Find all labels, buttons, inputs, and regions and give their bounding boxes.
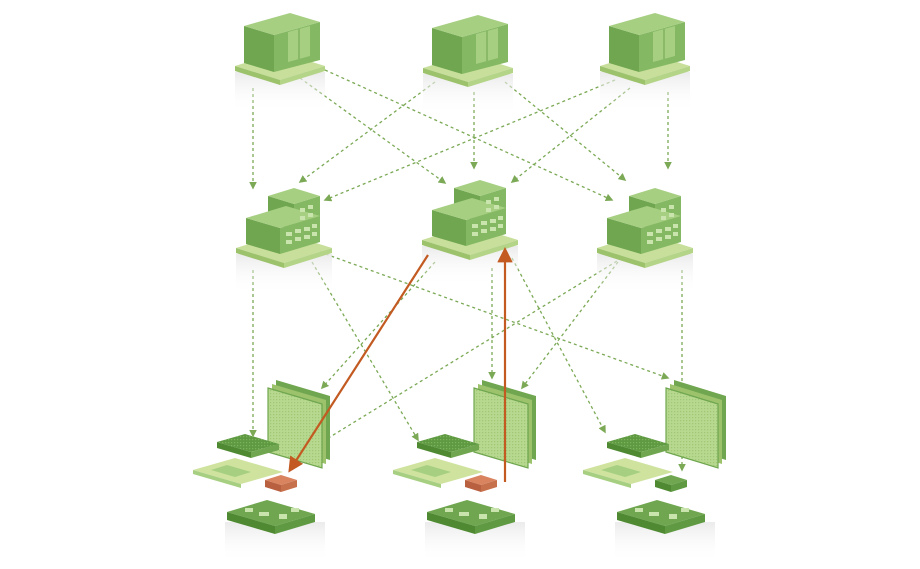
device-mid-board-inner <box>411 465 451 477</box>
storage-cabinet-3 <box>600 13 690 112</box>
cabinet-base-right <box>280 66 325 85</box>
link-server3-device1 <box>310 257 623 449</box>
display-panel-3 <box>665 380 726 469</box>
link-cabinet2-server1 <box>298 81 436 183</box>
device-chip-side-r <box>481 480 497 492</box>
server-base-left <box>597 248 645 268</box>
panel-face <box>267 387 323 469</box>
server-front-side <box>280 216 320 254</box>
server-front-face <box>432 210 466 246</box>
device-mid-board-edge <box>583 470 631 488</box>
server-base-right <box>470 240 518 260</box>
panel-face <box>473 387 529 469</box>
server-windows <box>286 205 317 244</box>
server-front-face <box>246 218 280 254</box>
server-windows <box>472 197 503 236</box>
device-top-module-edge <box>217 442 251 458</box>
display-panel-2 <box>473 380 536 469</box>
cabinet-base-left <box>235 66 280 85</box>
server-3 <box>597 188 693 294</box>
device-top-module-edge-r <box>451 444 479 458</box>
cabinet-front <box>432 28 462 74</box>
device-mid-board-edge <box>393 470 441 488</box>
device-bottom-board-left <box>427 512 475 534</box>
device-top-module <box>417 434 479 452</box>
device-top-module-edge-r <box>641 444 669 458</box>
device-chip-side <box>465 480 481 492</box>
link-server1-device3 <box>319 251 670 380</box>
device-chip-side <box>655 480 671 492</box>
link-cabinet1-server3 <box>324 69 614 201</box>
device-mid-board-inner <box>601 465 641 477</box>
cabinet-base-left <box>600 66 645 85</box>
server-rear-top <box>629 188 681 204</box>
panel-face <box>665 387 719 469</box>
device-bottom-board-left <box>617 512 665 534</box>
edge-device-2 <box>393 434 525 562</box>
cabinet-base-left <box>423 68 468 87</box>
device-top-module-edge <box>607 442 641 458</box>
device-mid-board-edge <box>193 470 241 488</box>
device-bottom-board-top <box>617 500 705 526</box>
device-components <box>245 508 299 519</box>
device-chip-side-r <box>671 480 687 492</box>
device-bottom-board-right <box>475 514 515 534</box>
highlight-links <box>288 246 513 482</box>
link-cabinet2-server3 <box>504 81 627 181</box>
device-top-module <box>217 434 279 452</box>
device-components <box>635 508 689 519</box>
link-server2-device1 <box>320 261 436 390</box>
server-base-left <box>422 240 470 260</box>
edge-device-1 <box>193 434 325 562</box>
device-bottom-board-right <box>275 514 315 534</box>
device-chip-side <box>265 480 281 492</box>
link-cabinet3-server1 <box>323 79 616 202</box>
server-base-left <box>236 248 284 268</box>
cabinet-base-right <box>468 68 513 87</box>
device-bottom-board-left <box>227 512 275 534</box>
device-top-module-edge-r <box>251 444 279 458</box>
server-front-side <box>466 208 506 246</box>
server-windows <box>647 205 678 244</box>
server-base-right <box>645 248 693 268</box>
highlight-link-server2-device1 <box>288 254 429 473</box>
device-mid-board-inner <box>211 465 251 477</box>
storage-cabinet-1 <box>235 13 325 112</box>
device-components <box>445 508 499 519</box>
server-rear-top <box>454 180 506 196</box>
cabinet-base-right <box>645 66 690 85</box>
cabinet-top <box>609 13 685 35</box>
display-panel-1 <box>267 380 330 469</box>
cabinet-top <box>432 15 508 37</box>
link-server1-device2 <box>311 261 419 442</box>
link-server2-device3 <box>511 257 606 434</box>
server-base-right <box>284 248 332 268</box>
storage-cabinet-2 <box>423 15 513 114</box>
device-bottom-board-right <box>665 514 705 534</box>
edge-device-3 <box>583 434 715 562</box>
server-2 <box>422 180 518 286</box>
cabinet-front <box>609 26 639 72</box>
device-chip-side-r <box>281 480 297 492</box>
device-bottom-board-top <box>227 500 315 526</box>
server-1 <box>236 188 332 294</box>
cabinet-front <box>244 26 274 72</box>
server-front-face <box>607 218 641 254</box>
device-top-module-edge <box>417 442 451 458</box>
cabinet-top <box>244 13 320 35</box>
server-front-side <box>641 216 681 254</box>
server-rear-top <box>268 188 320 204</box>
device-bottom-board-top <box>427 500 515 526</box>
device-top-module <box>607 434 669 452</box>
